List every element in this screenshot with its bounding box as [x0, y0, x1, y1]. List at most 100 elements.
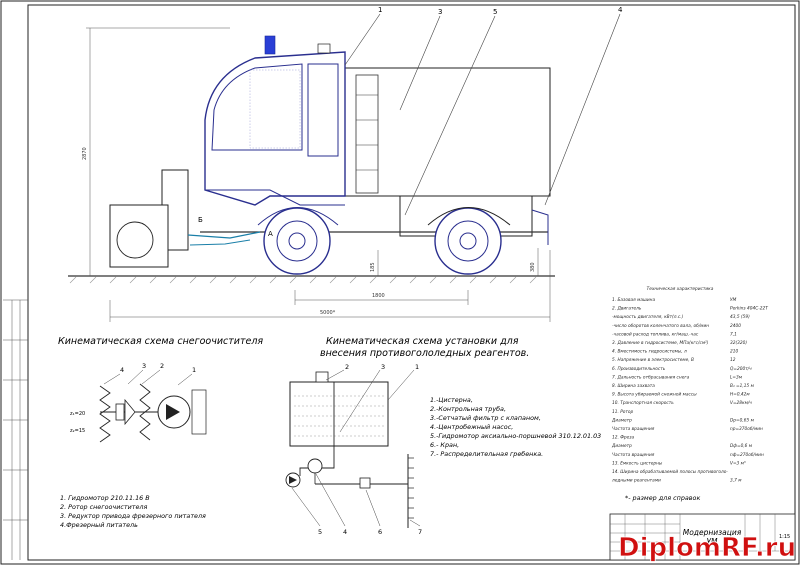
gear-label-z1: z₁=20 — [70, 411, 85, 417]
rg-callout-3: 3 — [381, 363, 385, 371]
dim-overall-length: 5000* — [320, 310, 336, 316]
front-fender — [257, 207, 339, 226]
snowplow-scheme: Кинематическая схема снегоочистителя 4 3… — [58, 336, 263, 529]
spec-value: 3,7 м — [730, 478, 742, 484]
spec-label: 2. Двигатель — [612, 306, 642, 312]
spec-label: 1. Базовая машина — [612, 297, 655, 303]
spec-label: 13. Емкость цистерны — [612, 460, 663, 466]
sp-legend-4: 4.Фрезерный питатель — [60, 521, 138, 529]
spec-label: -мощность двигателя, кВт(л.с.) — [612, 314, 684, 320]
spec-value: nф=270об/мин — [730, 452, 764, 458]
reagent-motor-tri — [289, 476, 297, 484]
callout-leaders — [344, 13, 621, 216]
spec-rows: 1. Базовая машина УМ 2. Двигатель Perkins 4… — [611, 297, 768, 484]
spec-label: 12. Фреза — [612, 435, 635, 441]
spec-value: H=0,42м — [730, 392, 750, 398]
gear-label-z2: z₂=15 — [70, 428, 85, 434]
spec-label: Частота вращения — [612, 452, 655, 458]
spec-value: УМ — [730, 297, 737, 303]
rg-legend-2: 2.-Контрольная труба, — [430, 405, 506, 413]
spec-label: -число оборотов коленчатого вала, об/мин — [612, 323, 709, 329]
title-name-2: УМ — [706, 537, 718, 546]
spec-value: В₁ =1,15 м — [730, 383, 755, 389]
spec-value: Dф=0,6 м — [730, 443, 753, 449]
spec-label: -часовой расход топлива, кг/маш.-час — [612, 331, 699, 337]
tank-body — [344, 67, 551, 197]
spec-label: 4. Вместимость гидросистемы, л — [612, 349, 687, 355]
spec-value: Dр=0,65 м — [730, 417, 755, 423]
spec-label: ледными реагентами — [611, 479, 661, 484]
spec-label: 14. Ширина обрабатываемой полосы противо… — [612, 469, 728, 475]
callout-1: 1 — [378, 6, 382, 14]
sp-gear-z1 — [115, 403, 125, 421]
cab-window-front — [211, 63, 303, 151]
dim-wheelbase: 1800 — [372, 293, 385, 299]
motor-triangle — [166, 404, 180, 420]
dimension-lines — [86, 27, 551, 322]
front-wheel — [263, 207, 331, 275]
tank-liquid — [294, 395, 384, 437]
spec-label: 8. Ширина захвата — [612, 383, 655, 389]
spec-value: 7,1 — [730, 331, 737, 337]
ground-hatch — [69, 276, 537, 284]
roof-tank — [317, 43, 331, 54]
rg-legend-7: 7.- Распределительная гребенка. — [430, 450, 543, 458]
spec-label: Диаметр — [611, 443, 632, 449]
spec-value: 210 — [730, 349, 738, 355]
hydraulic-lines-2 — [189, 239, 251, 246]
spec-label: Частота вращения — [612, 426, 655, 432]
spec-label: 3. Давление в гидросистеме, МПа(кгс/см²) — [612, 340, 709, 346]
reagent-leaders — [291, 369, 421, 527]
vehicle-side-view: 1 3 5 4 Б А 2870 185 380 1800 5000* — [68, 6, 623, 322]
cab-window-side — [307, 63, 339, 157]
specs-title: Техническая характеристика — [647, 286, 714, 292]
sp-callout-1: 1 — [192, 366, 196, 374]
reagent-tank — [289, 381, 389, 447]
centrifugal-pump — [307, 458, 323, 474]
callout-5: 5 — [493, 8, 497, 16]
rg-callout-2: 2 — [345, 363, 349, 371]
rear-fender — [427, 207, 511, 226]
dim-overall-height: 2870 — [82, 147, 88, 160]
dim-rear-clearance: 380 — [530, 262, 536, 272]
spec-label: 10. Транспортная скорость — [612, 400, 674, 406]
dim-front-clearance: 185 — [370, 262, 376, 272]
snowplow-scheme-title: Кинематическая схема снегоочистителя — [58, 336, 263, 347]
rg-legend-6: 6.- Кран, — [430, 441, 459, 449]
left-stamp — [3, 299, 28, 560]
sp-legend-3: 3. Редуктор привода фрезерного питателя — [60, 512, 206, 520]
rg-callout-4: 4 — [343, 528, 347, 536]
rg-legend-5: 5.-Гидромотор аксиально-поршневой 310.12… — [430, 432, 601, 440]
rg-callout-5: 5 — [318, 528, 322, 536]
motor-line — [191, 389, 207, 435]
spec-value: 43,5 (59) — [730, 314, 750, 320]
spec-value: nр=370об/мин — [730, 426, 763, 432]
callout-4: 4 — [618, 6, 623, 14]
snowplow-housing — [109, 204, 169, 268]
spec-label: 11. Ротор — [612, 409, 634, 415]
feeder-spiral — [99, 385, 111, 443]
sp-callout-3: 3 — [142, 362, 146, 370]
snowplow-rotor — [116, 221, 154, 259]
sp-callout-4: 4 — [120, 366, 124, 374]
watermark: DiplomRF.ru — [618, 533, 796, 563]
beacon — [264, 35, 276, 55]
spec-value: 32(320) — [730, 340, 747, 346]
section-letter-b: Б — [198, 216, 203, 224]
callout-3: 3 — [438, 8, 442, 16]
spec-value: Perkins 404C-22T — [730, 306, 768, 312]
ladder-rungs — [356, 94, 378, 171]
sp-callout-2: 2 — [160, 362, 164, 370]
spec-label: 6. Производительность — [612, 366, 666, 372]
spec-value: L=3м — [730, 374, 743, 380]
rg-legend-3: 3.-Сетчатый фильтр с клапаном, — [430, 414, 541, 422]
sp-cone — [124, 398, 136, 426]
rg-callout-1: 1 — [415, 363, 419, 371]
cab-lower — [205, 189, 345, 206]
section-letter-a: А — [268, 230, 273, 238]
sp-leaders — [103, 369, 193, 386]
tech-specs: Техническая характеристика 1. Базовая ма… — [611, 286, 768, 502]
